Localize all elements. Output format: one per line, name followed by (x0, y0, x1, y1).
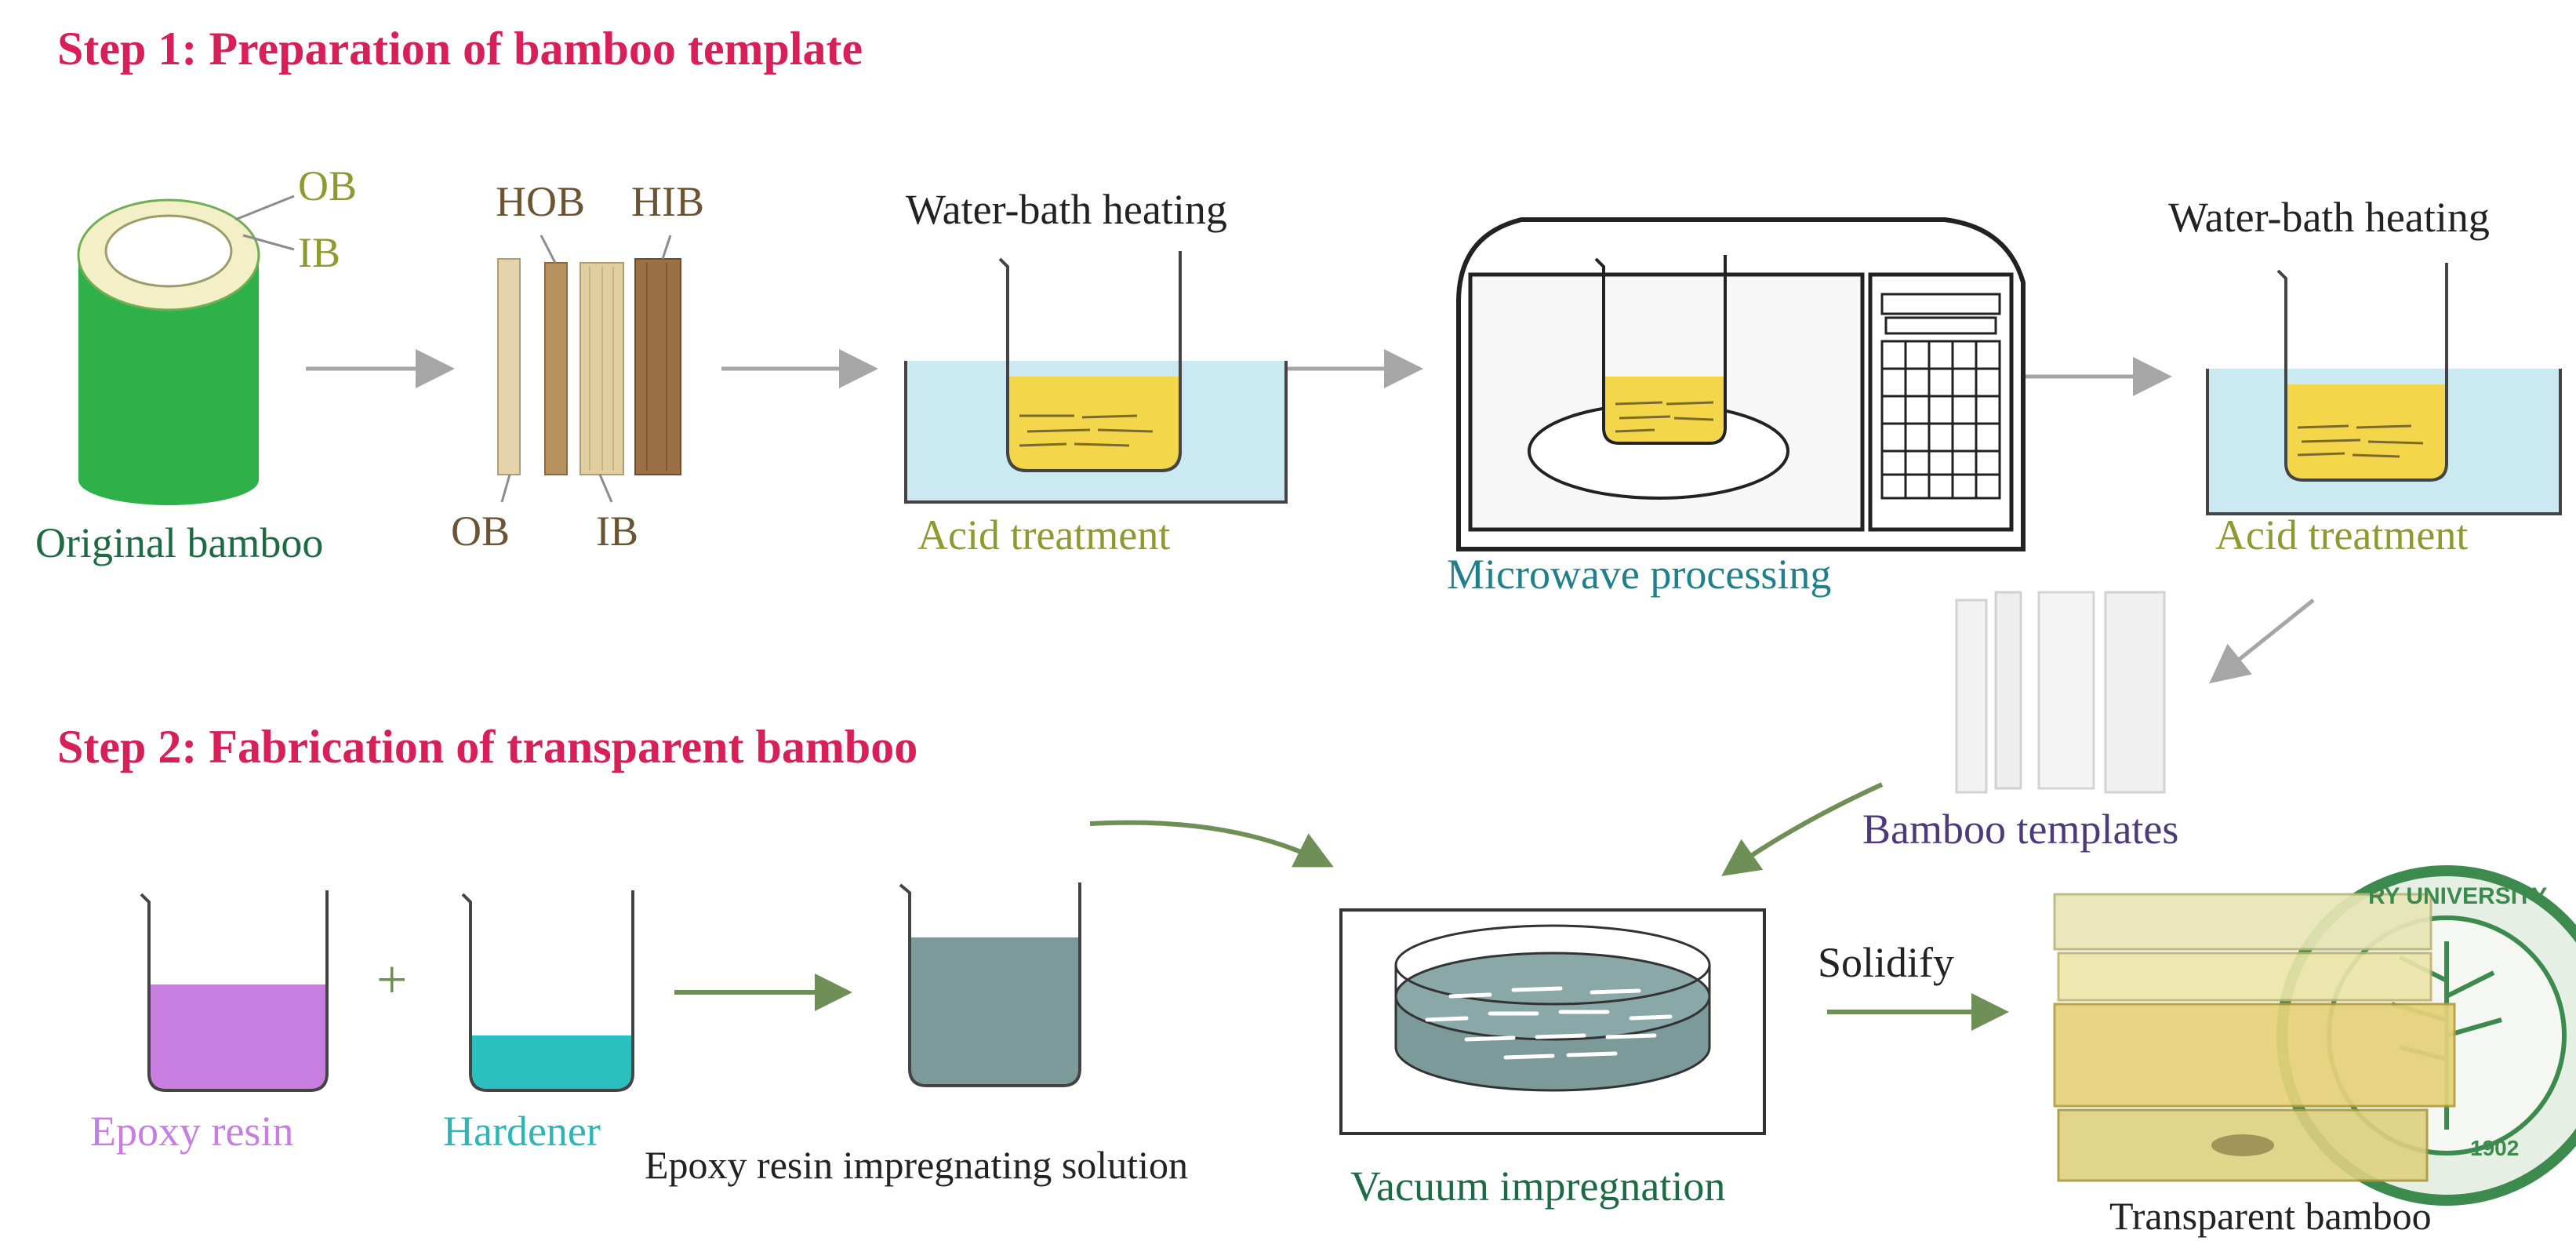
plus-sign: + (376, 950, 408, 1010)
epoxy-beaker (140, 890, 329, 1092)
vacuum-label: Vacuum impregnation (1350, 1163, 1726, 1210)
strip-ob-label: OB (451, 508, 510, 555)
strip-hib-label: HIB (631, 178, 704, 225)
bamboo-templates-graphic (1955, 591, 2166, 794)
hardener-label: Hardener (443, 1108, 601, 1155)
vacuum-chamber (1339, 908, 1766, 1135)
logo-year: 1902 (2470, 1136, 2520, 1160)
bamboo-templates-label: Bamboo templates (1862, 806, 2179, 853)
solution-label: Epoxy resin impregnating solution (645, 1143, 1188, 1187)
bamboo-strips (497, 235, 681, 503)
step2-title: Step 2: Fabrication of transparent bambo… (57, 721, 918, 773)
acid1-top-label: Water-bath heating (906, 186, 1227, 233)
acid2-bottom-label: Acid treatment (2215, 511, 2469, 559)
epoxy-resin-label: Epoxy resin (90, 1108, 294, 1155)
microwave-label: Microwave processing (1447, 551, 1832, 598)
green-arrow-from-templates (1721, 782, 1884, 876)
bamboo-ib-label: IB (298, 229, 340, 276)
transparent-bamboo-photo (2051, 865, 2576, 1206)
microwave (1456, 217, 2026, 551)
solution-beaker (899, 883, 1081, 1087)
strip-ib-label: IB (596, 508, 638, 555)
hardener-beaker (461, 890, 634, 1092)
step1-title: Step 1: Preparation of bamboo template (57, 23, 863, 75)
original-bamboo-label: Original bamboo (35, 519, 324, 566)
acid1-bottom-label: Acid treatment (917, 511, 1171, 559)
acid2-top-label: Water-bath heating (2168, 194, 2490, 241)
logo-text: RY UNIVERSITY (2368, 883, 2548, 909)
water-bath-2 (2206, 263, 2562, 515)
solidify-label: Solidify (1818, 939, 1955, 986)
bamboo-ob-label: OB (298, 162, 358, 209)
green-arrow-from-solution (1089, 820, 1334, 868)
water-bath-1 (904, 251, 1288, 504)
bamboo-cylinder (77, 195, 295, 505)
transparent-bamboo-label: Transparent bamboo (2109, 1194, 2432, 1238)
arrow-5 (2209, 599, 2315, 684)
strip-hob-label: HOB (496, 178, 586, 225)
